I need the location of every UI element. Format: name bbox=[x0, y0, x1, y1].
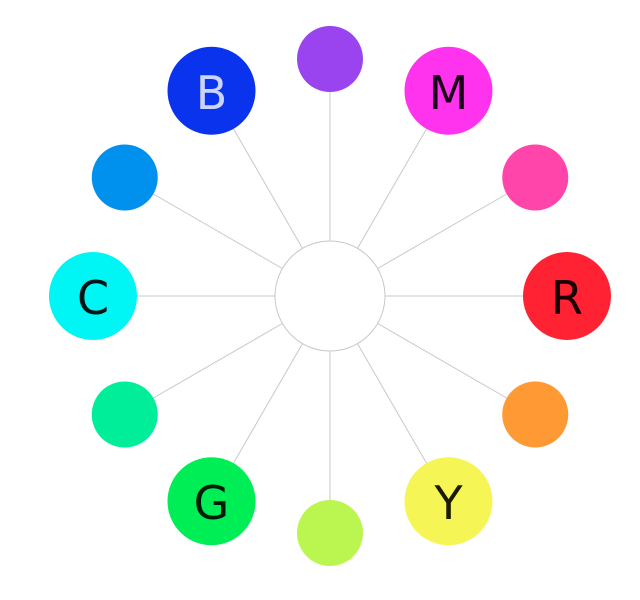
node-cyan: C bbox=[49, 252, 137, 340]
node-violet bbox=[297, 26, 363, 92]
node-red: R bbox=[523, 252, 611, 340]
nodes-group: R M B C G Y bbox=[49, 26, 611, 566]
swatch-chartreuse bbox=[297, 500, 363, 566]
swatch-orange bbox=[502, 381, 569, 448]
spoke-spring-green bbox=[153, 323, 283, 399]
node-magenta: M bbox=[404, 46, 493, 135]
spoke-orange bbox=[377, 323, 507, 399]
swatch-violet bbox=[297, 26, 363, 92]
node-yellow: Y bbox=[404, 457, 493, 546]
spoke-rose bbox=[377, 193, 507, 269]
swatch-red bbox=[523, 252, 611, 340]
spoke-green bbox=[233, 343, 303, 464]
swatch-blue bbox=[167, 46, 256, 135]
spoke-yellow bbox=[357, 343, 427, 464]
swatch-green bbox=[167, 457, 256, 546]
label-blue: B bbox=[196, 66, 228, 120]
node-spring-green bbox=[91, 381, 158, 448]
node-green: G bbox=[167, 457, 256, 546]
label-green: G bbox=[194, 476, 230, 530]
label-magenta: M bbox=[429, 66, 469, 120]
spoke-magenta bbox=[357, 128, 427, 249]
swatch-yellow bbox=[404, 457, 493, 546]
center-hub bbox=[274, 240, 386, 352]
spokes-group bbox=[137, 92, 523, 500]
node-orange bbox=[502, 381, 569, 448]
node-azure bbox=[91, 144, 158, 211]
node-chartreuse bbox=[297, 500, 363, 566]
swatch-rose bbox=[502, 144, 569, 211]
swatch-magenta bbox=[404, 46, 493, 135]
label-red: R bbox=[551, 271, 583, 325]
spoke-azure bbox=[153, 193, 283, 269]
node-blue: B bbox=[167, 46, 256, 135]
label-yellow: Y bbox=[433, 476, 463, 530]
node-rose bbox=[502, 144, 569, 211]
swatch-spring-green bbox=[91, 381, 158, 448]
spoke-blue bbox=[233, 128, 303, 249]
label-cyan: C bbox=[77, 271, 109, 325]
swatch-cyan bbox=[49, 252, 137, 340]
swatch-azure bbox=[91, 144, 158, 211]
